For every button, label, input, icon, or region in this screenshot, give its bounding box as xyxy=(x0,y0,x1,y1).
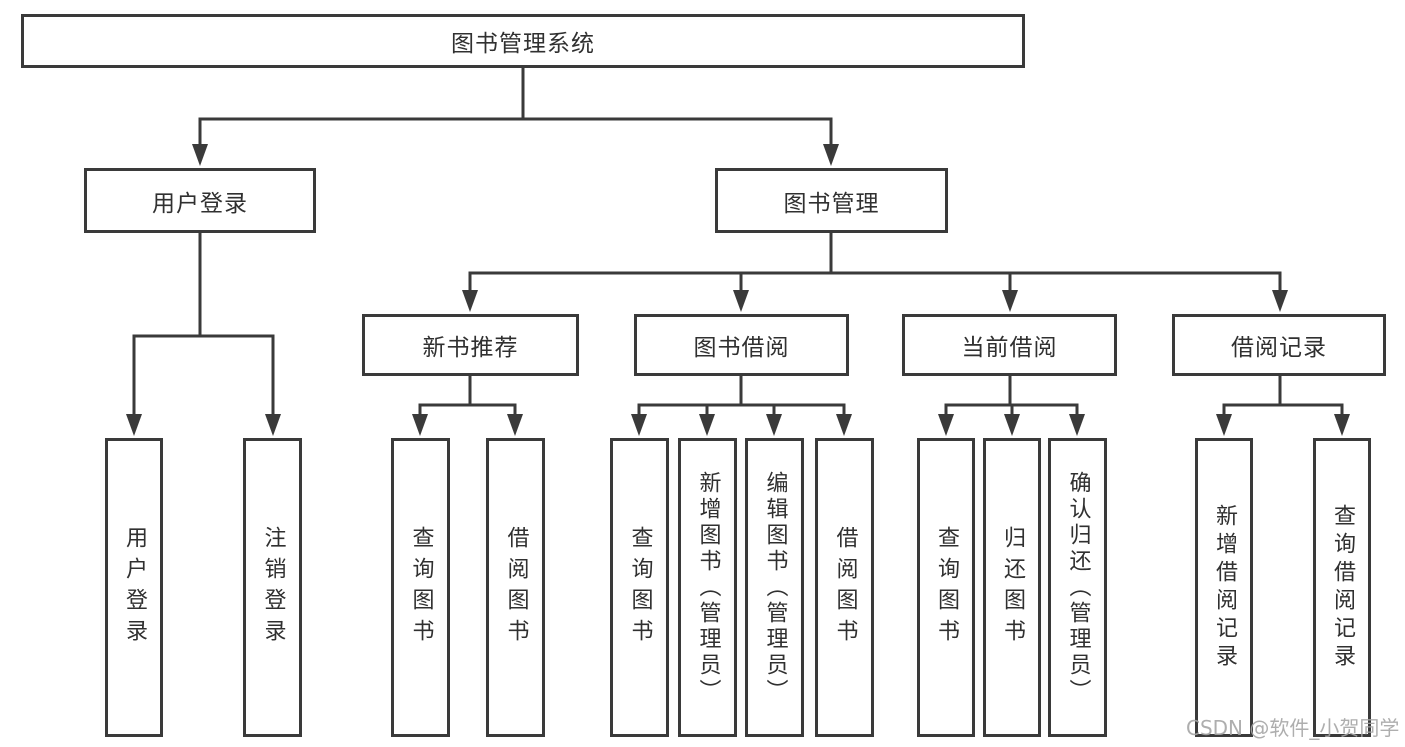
connector-lines xyxy=(132,66,1344,418)
node-library-system: 图书管理系统 xyxy=(21,14,1025,68)
leaf-borrow-books-borrowing: 借阅图书 xyxy=(815,438,874,737)
leaf-query-books-recommend: 查询图书 xyxy=(391,438,450,737)
leaf-confirm-return-admin: 确认归还（管理员） xyxy=(1048,438,1107,737)
csdn-watermark: CSDN @软件_小贺同学 xyxy=(1186,716,1400,740)
leaf-add-book-admin: 新增图书（管理员） xyxy=(678,438,737,737)
arrowheads xyxy=(126,144,1350,436)
node-book-borrowing: 图书借阅 xyxy=(634,314,849,376)
leaf-edit-book-admin: 编辑图书（管理员） xyxy=(745,438,804,737)
leaf-add-borrow-record: 新增借阅记录 xyxy=(1195,438,1253,737)
node-borrowing-records: 借阅记录 xyxy=(1172,314,1386,376)
node-book-management: 图书管理 xyxy=(715,168,948,233)
node-current-borrowing: 当前借阅 xyxy=(902,314,1117,376)
leaf-query-borrow-record: 查询借阅记录 xyxy=(1313,438,1371,737)
leaf-logout: 注销登录 xyxy=(243,438,302,737)
leaf-user-login: 用户登录 xyxy=(105,438,163,737)
leaf-borrow-books-recommend: 借阅图书 xyxy=(486,438,545,737)
node-new-book-recommend: 新书推荐 xyxy=(362,314,579,376)
leaf-query-books-current: 查询图书 xyxy=(917,438,975,737)
leaf-return-books: 归还图书 xyxy=(983,438,1041,737)
leaf-query-books-borrowing: 查询图书 xyxy=(610,438,669,737)
node-user-login: 用户登录 xyxy=(84,168,316,233)
